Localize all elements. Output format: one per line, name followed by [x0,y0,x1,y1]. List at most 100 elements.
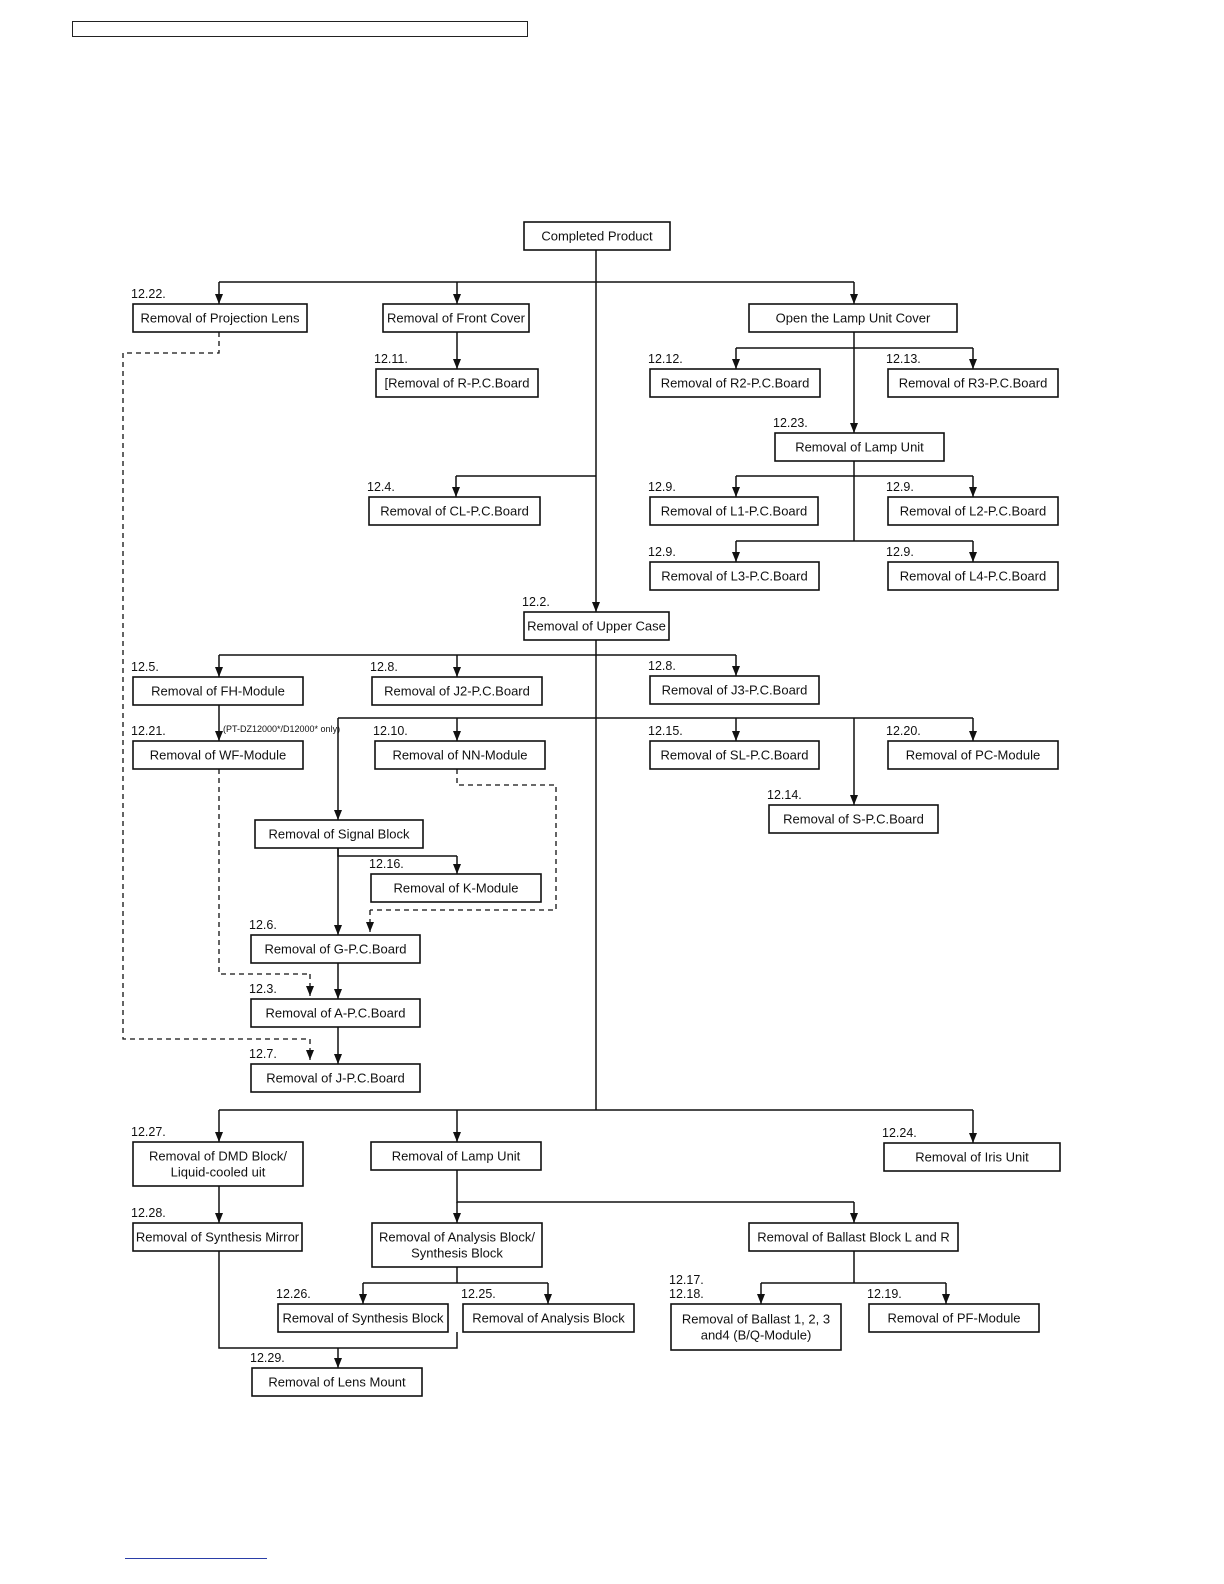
step-s-pc-board: Removal of S-P.C.Board [768,804,939,834]
step-number: 12.4. [367,480,395,494]
step-number: 12.28. [131,1206,166,1220]
step-pc-module: Removal of PC-Module [887,740,1059,770]
step-label: Removal of J-P.C.Board [266,1071,405,1086]
step-label: Removal of Synthesis Mirror [136,1230,300,1245]
step-open-lamp-cover: Open the Lamp Unit Cover [748,303,958,333]
step-a-pc-board: Removal of A-P.C.Board [250,998,421,1028]
arrowhead [969,731,977,741]
step-j-pc-board: Removal of J-P.C.Board [250,1063,421,1093]
arrowhead [732,666,740,676]
step-box [375,368,539,398]
step-label: Removal of Lens Mount [268,1375,406,1390]
step-label: Removal of L1-P.C.Board [661,504,807,519]
step-label: Open the Lamp Unit Cover [776,311,931,326]
step-dmd-block: Removal of DMD Block/Liquid-cooled uit [132,1141,304,1187]
arrowhead [453,294,461,304]
step-label: Removal of WF-Module [150,748,287,763]
step-label: and4 (B/Q-Module) [701,1328,812,1343]
arrowhead [732,552,740,562]
step-label: Liquid-cooled uit [171,1165,266,1180]
step-number: 12.23. [773,416,808,430]
arrowhead [453,731,461,741]
arrowhead [366,922,374,932]
step-j3-pc-board: Removal of J3-P.C.Board [649,675,820,705]
step-l4-pc-board: Removal of L4-P.C.Board [887,561,1059,591]
step-r3-pc-board: Removal of R3-P.C.Board [887,368,1059,398]
arrowhead [592,602,600,612]
step-label: Removal of NN-Module [392,748,527,763]
step-synthesis-mirror: Removal of Synthesis Mirror [132,1222,303,1252]
step-box [250,1063,421,1093]
step-box [250,998,421,1028]
arrowhead [453,667,461,677]
step-label: Removal of Front Cover [387,311,526,326]
step-number: 12.18. [669,1287,704,1301]
arrowhead [757,1294,765,1304]
step-box [254,819,424,849]
step-box [132,1222,303,1252]
step-label: Removal of SL-P.C.Board [661,748,809,763]
step-number: 12.21. [131,724,166,738]
step-number: 12.9. [886,545,914,559]
step-box [132,303,308,333]
arrowhead [969,552,977,562]
step-number: 12.20. [886,724,921,738]
arrowhead [334,810,342,820]
step-number: 12.9. [648,545,676,559]
arrowhead [334,1054,342,1064]
step-box [649,368,821,398]
step-signal-block: Removal of Signal Block [254,819,424,849]
step-j2-pc-board: Removal of J2-P.C.Board [371,676,543,706]
step-wf-module: Removal of WF-Module [132,740,304,770]
step-label: Removal of Ballast 1, 2, 3 [682,1312,830,1327]
edges-layer [122,250,977,1368]
step-label: Removal of Lamp Unit [795,440,924,455]
step-number: 12.6. [249,918,277,932]
step-label: Removal of R2-P.C.Board [661,376,810,391]
step-number: 12.17. [669,1273,704,1287]
step-iris-unit: Removal of Iris Unit [883,1142,1061,1172]
step-label: Removal of DMD Block/ [149,1149,287,1164]
step-label: Removal of Iris Unit [915,1150,1029,1165]
step-box [132,740,304,770]
step-box [887,368,1059,398]
step-label: Removal of J3-P.C.Board [662,683,808,698]
step-lamp-unit-bottom: Removal of Lamp Unit [370,1141,542,1171]
step-label: Removal of K-Module [394,881,519,896]
step-number: 12.27. [131,1125,166,1139]
arrowhead [334,925,342,935]
arrowhead [306,986,314,996]
step-ballast-block: Removal of Ballast Block L and R [748,1222,959,1252]
step-label: Removal of Analysis Block [472,1311,625,1326]
arrowhead [732,359,740,369]
step-box [371,676,543,706]
step-pf-module: Removal of PF-Module [868,1303,1040,1333]
step-box [649,496,819,526]
step-box [887,496,1059,526]
arrowhead [969,359,977,369]
step-box [462,1303,635,1333]
step-box [277,1303,449,1333]
arrowhead [969,1133,977,1143]
arrowhead [850,423,858,433]
step-number: 12.25. [461,1287,496,1301]
step-box [649,675,820,705]
step-nn-module: Removal of NN-Module [374,740,546,770]
step-label: Removal of L3-P.C.Board [661,569,807,584]
step-synthesis-block: Removal of Synthesis Block [277,1303,449,1333]
arrowhead [215,1132,223,1142]
step-box [370,873,542,903]
step-label: Removal of L4-P.C.Board [900,569,1046,584]
arrowhead [453,864,461,874]
condition-note: (PT-DZ12000*/D12000* only) [223,724,340,734]
arrowhead [334,989,342,999]
arrowhead [942,1294,950,1304]
step-label: Removal of CL-P.C.Board [380,504,529,519]
step-box [887,561,1059,591]
step-upper-case: Removal of Upper Case [523,611,670,641]
step-number: 12.26. [276,1287,311,1301]
step-l3-pc-board: Removal of L3-P.C.Board [649,561,820,591]
step-l2-pc-board: Removal of L2-P.C.Board [887,496,1059,526]
